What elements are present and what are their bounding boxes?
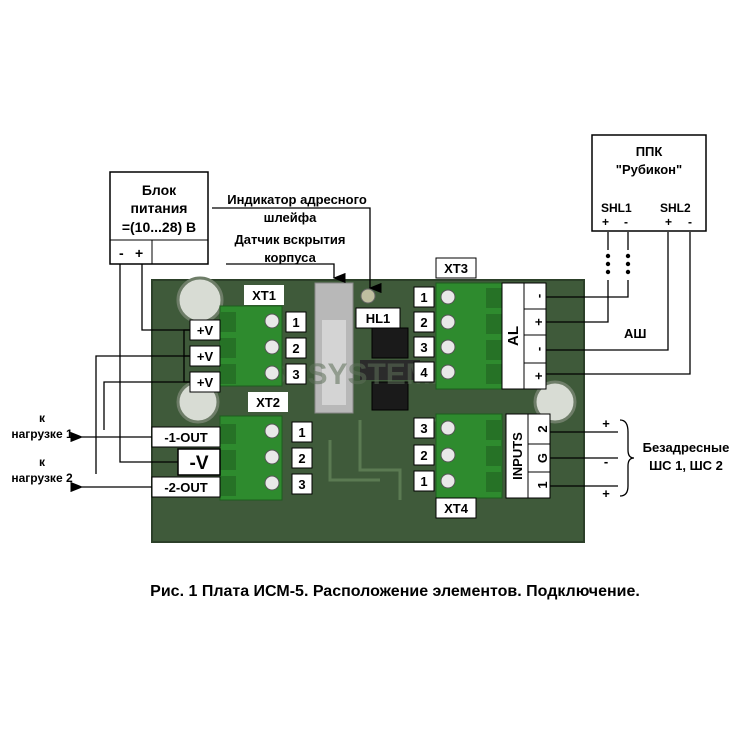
load1-label-1: к	[39, 411, 46, 425]
mounting-hole	[533, 380, 577, 424]
xt1-tags: +V +V +V	[189, 319, 221, 393]
xt3-sign: +	[531, 318, 546, 326]
xt2-pin: 3	[298, 477, 305, 492]
xt2-name: XT2	[256, 395, 280, 410]
power-supply-box: Блок питания =(10...28) В - +	[109, 171, 209, 265]
xt4-sign: -	[604, 454, 608, 469]
load2-label-2: нагрузке 2	[11, 471, 73, 485]
ppk-shl2-plus: +	[665, 215, 672, 229]
xt3-name: XT3	[444, 261, 468, 276]
xt3-pin: 4	[420, 365, 428, 380]
wire-break-dots	[605, 253, 631, 275]
xt1-tag: +V	[197, 349, 214, 364]
ppk-shl1-minus: -	[624, 215, 628, 229]
indicator-label-2: шлейфа	[264, 210, 318, 225]
ppk-title-1: ППК	[636, 144, 663, 159]
figure-caption: Рис. 1 Плата ИСМ-5. Расположение элемент…	[150, 583, 640, 600]
xt4-sign: +	[602, 416, 610, 431]
ppk-shl1-plus: +	[602, 215, 609, 229]
xt2-pins: 1 2 3	[291, 421, 313, 495]
xt2-tag: -1-OUT	[164, 430, 207, 445]
xt3-sign: -	[531, 347, 546, 351]
xt3-sign: +	[531, 372, 546, 380]
xt3-pins: 1 2 3 4	[413, 286, 435, 383]
mounting-hole	[176, 276, 224, 324]
terminal-block-xt4	[435, 413, 503, 499]
terminal-block-xt3	[435, 282, 503, 390]
xt1-pin: 3	[292, 367, 299, 382]
indicator-label-1: Индикатор адресного	[227, 192, 367, 207]
xt4-pin: 3	[420, 421, 427, 436]
sensor-label-1: Датчик вскрытия	[235, 232, 346, 247]
xt4-pin: 2	[420, 448, 427, 463]
xt1-name: XT1	[252, 288, 276, 303]
xt3-pin: 1	[420, 290, 427, 305]
load1-label-2: нагрузке 1	[11, 427, 73, 441]
xt3-al-panel: AL - + - +	[501, 282, 547, 390]
non-addressed-label-2: ШС 1, ШС 2	[649, 458, 723, 473]
xt1-pins: 1 2 3	[285, 311, 307, 385]
load2-label-1: к	[39, 455, 46, 469]
xt4-inputs-panel: INPUTS 2 G 1	[505, 413, 551, 499]
ash-label: АШ	[624, 326, 646, 341]
xt4-pin: 1	[420, 474, 427, 489]
xt3-pin: 2	[420, 315, 427, 330]
power-supply-title-2: питания	[131, 200, 188, 216]
wires	[70, 207, 691, 497]
xt1-tag: +V	[197, 323, 214, 338]
xt2-tags: -1-OUT -V -2-OUT	[151, 426, 221, 498]
ppk-shl2: SHL2	[660, 201, 691, 215]
xt1-tag: +V	[197, 375, 214, 390]
power-supply-plus: +	[135, 245, 143, 261]
xt1-pin: 2	[292, 341, 299, 356]
ppk-box: ППК "Рубикон" SHL1 SHL2 + - + -	[591, 134, 707, 232]
xt2-tag: -V	[190, 453, 209, 474]
xt3-al: AL	[505, 326, 522, 346]
xt4-name: XT4	[444, 501, 469, 516]
ppk-shl2-minus: -	[688, 215, 692, 229]
xt3-pin: 3	[420, 340, 427, 355]
component	[360, 360, 420, 380]
xt4-pins: 3 2 1	[413, 417, 435, 492]
power-supply-title-1: Блок	[142, 182, 177, 198]
sensor-label-2: корпуса	[264, 250, 316, 265]
non-addressed-label-1: Безадресные	[643, 440, 730, 455]
xt4-tag: 1	[535, 481, 550, 488]
terminal-block-xt1	[219, 305, 283, 387]
ic-chip	[371, 381, 409, 411]
xt2-pin: 1	[298, 425, 305, 440]
ppk-title-2: "Рубикон"	[616, 162, 682, 177]
ppk-shl1: SHL1	[601, 201, 632, 215]
xt4-tag: G	[535, 453, 550, 463]
xt4-signs: + - +	[602, 416, 610, 501]
power-supply-minus: -	[119, 245, 124, 261]
power-supply-voltage: =(10...28) В	[122, 219, 196, 235]
xt2-pin: 2	[298, 451, 305, 466]
xt2-tag: -2-OUT	[164, 480, 207, 495]
xt3-sign: -	[531, 294, 546, 298]
xt4-sign: +	[602, 486, 610, 501]
ic-chip	[371, 327, 409, 359]
terminal-block-xt2	[219, 415, 283, 501]
xt1-pin: 1	[292, 315, 299, 330]
xt4-inputs: INPUTS	[510, 432, 525, 480]
xt4-tag: 2	[535, 425, 550, 432]
hl1-label: HL1	[366, 311, 391, 326]
led-hl1	[360, 288, 376, 304]
